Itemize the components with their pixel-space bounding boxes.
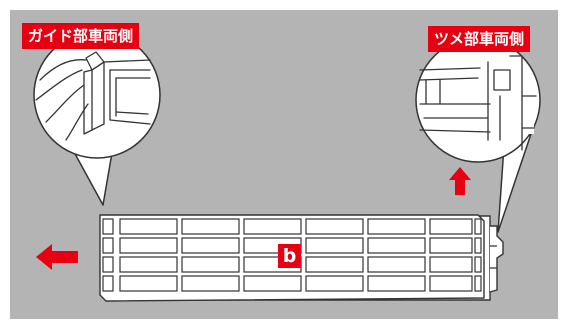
part-letter-badge: b — [278, 244, 301, 268]
right-callout-label: ツメ部車両側 — [428, 26, 531, 52]
lift-up-arrow — [449, 167, 471, 195]
filter-grille — [99, 214, 504, 302]
remove-left-arrow — [36, 244, 78, 270]
right-detail-callout — [415, 37, 541, 233]
left-callout-label: ガイド部車両側 — [22, 23, 140, 49]
left-detail-callout — [33, 31, 161, 206]
